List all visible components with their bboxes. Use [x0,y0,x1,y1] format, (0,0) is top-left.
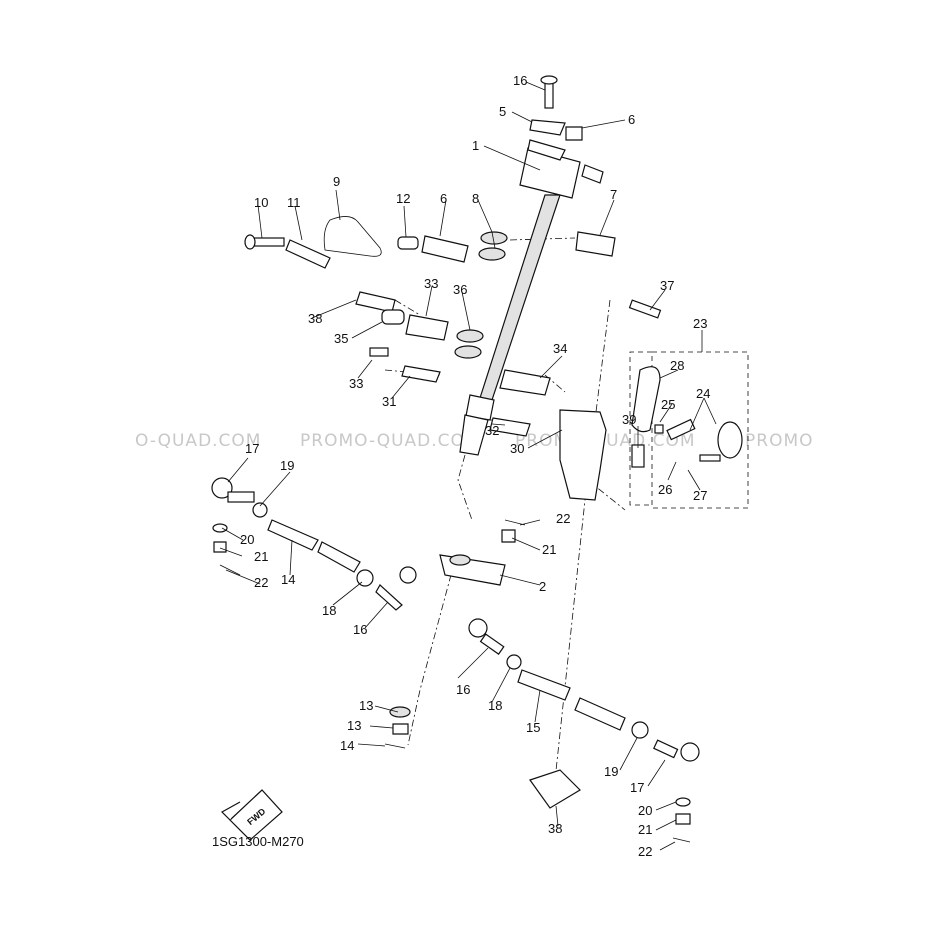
bushing-parts [244,216,616,269]
callout-9: 10 [254,195,268,210]
callout-25: 25 [661,397,675,412]
cotter-pins [219,519,691,843]
callout-32: 33 [349,376,363,391]
callout-16b: 16 [456,682,470,697]
callout-33a: 33 [424,276,438,291]
callout-3: 5 [499,104,506,119]
callout-38: 38 [548,821,562,836]
callout-12: 13 [359,698,373,713]
lower-parts [384,706,581,809]
left-tie-rod [211,477,417,611]
clamp-parts [529,75,583,141]
leader-lines [219,81,717,851]
callout-20b: 20 [638,803,652,818]
callout-36: 38 [308,311,322,326]
callout-30: 31 [382,394,396,409]
watermark-center: PROMO-QUAD.COM [300,431,481,451]
callout-21c: 21 [638,822,652,837]
callout-21a: 21 [542,542,556,557]
callout-17a: 17 [245,441,259,456]
callout-37: 37 [660,278,674,293]
callout-26: 26 [658,482,672,497]
callout-28: 28 [670,358,684,373]
watermark-right-2: PROMO [745,431,814,451]
callout-20a: 20 [240,532,254,547]
callout-18b: 18 [488,698,502,713]
callout-18a: 18 [322,603,336,618]
steering-shaft [459,139,604,456]
callout-34: 35 [334,331,348,346]
callout-16a: 16 [353,622,367,637]
callout-7: 8 [472,191,479,206]
callout-15b: 15 [526,720,540,735]
callout-19b: 19 [604,764,618,779]
callout-22b: 22 [254,575,268,590]
callout-21b: 21 [254,549,268,564]
callout-14: 14 [340,738,354,753]
callout-35: 36 [453,282,467,297]
callout-10: 11 [287,195,301,210]
pitman-arm [439,529,516,586]
callout-4: 16 [513,73,527,88]
callout-27: 27 [693,488,707,503]
callout-24: 24 [696,386,710,401]
callout-13: 13 [347,718,361,733]
callout-1: 1 [472,138,479,153]
callout-22a: 22 [556,511,570,526]
callout-31: 32 [485,423,499,438]
callout-6a: 6 [440,191,447,206]
callout-6b: 7 [610,187,617,202]
fwd-arrow-icon: FWD [221,789,283,841]
callout-labels: 16 5 6 1 9 10 11 12 6 8 7 37 33 36 38 23… [240,73,710,859]
watermark-left: O-QUAD.COM [135,431,261,451]
callout-8: 9 [333,174,340,189]
callout-5: 6 [628,112,635,127]
bracket [559,299,662,501]
diagram-code: 1SG1300-M270 [212,834,304,849]
callout-19a: 19 [280,458,294,473]
callout-39: 39 [622,412,636,427]
callout-33b: 34 [553,341,567,356]
link-parts [355,291,551,437]
right-tie-rod [468,618,700,825]
callout-29: 30 [510,441,524,456]
callout-15a: 14 [281,572,295,587]
switch-parts [631,366,743,462]
callout-22c: 22 [638,844,652,859]
callout-2: 2 [539,579,546,594]
callout-11: 12 [396,191,410,206]
callout-23: 23 [693,316,707,331]
callout-17b: 17 [630,780,644,795]
